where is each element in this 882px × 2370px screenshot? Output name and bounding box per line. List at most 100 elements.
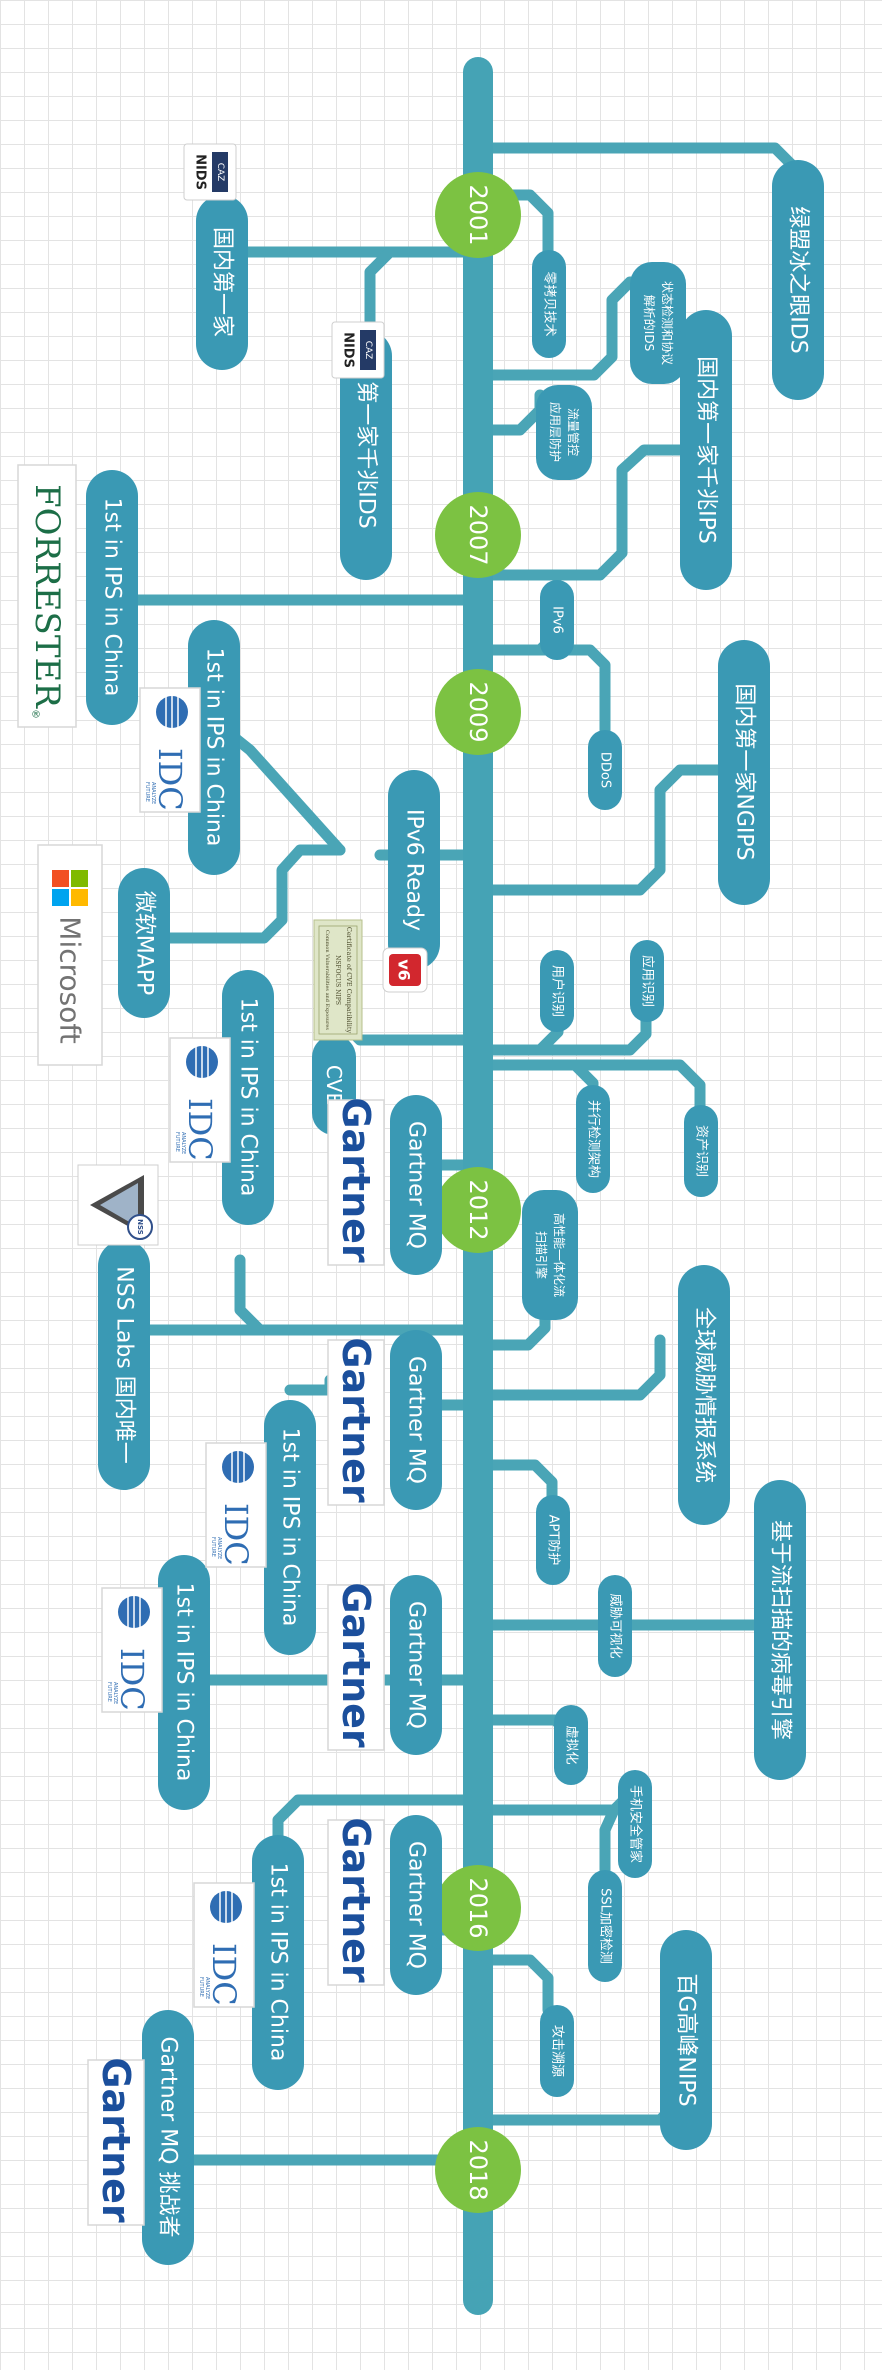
pill-microsoft-mapp: 微软MAPP [118,868,170,1018]
svg-text:状态检测和协议: 状态检测和协议 [660,281,675,365]
svg-text:IDC: IDC [113,1648,151,1711]
connector-ddos [534,644,611,741]
pill-icefire-ids: 绿盟冰之眼IDS [772,160,824,400]
svg-text:1st in IPS in China: 1st in IPS in China [278,1428,303,1627]
svg-text:1st in IPS in China: 1st in IPS in China [236,998,261,1197]
svg-text:攻击溯源: 攻击溯源 [550,2025,566,2077]
gartner-logo: Gartner [327,1582,385,1751]
svg-text:®: ® [31,710,41,721]
svg-text:DDoS: DDoS [598,752,613,788]
pill-idc-rank-2: 1st in IPS in China [222,970,274,1225]
idc-logo: IDC ANALYZE FUTURE [193,1882,255,2008]
svg-text:NSS Labs 国内唯一: NSS Labs 国内唯一 [112,1266,137,1464]
connector-mobile-security [472,1774,638,1816]
svg-text:1st in IPS in China: 1st in IPS in China [202,648,227,847]
pill-nss-labs: NSS Labs 国内唯一 [98,1240,150,1490]
pill-app-identification: 应用识别 [630,940,664,1022]
svg-text:CAZ: CAZ [215,163,225,182]
cve-certificate-logo: Certificate of CVE Compatibility NSFOCUS… [313,919,363,1041]
year-label: 2009 [464,681,492,742]
pill-asset-identification: 资产识别 [684,1105,718,1197]
year-node-2012: 2012 [435,1167,521,1253]
svg-text:FUTURE: FUTURE [144,782,150,802]
pill-ipv6-ready: IPv6 Ready [388,770,440,970]
svg-text:Common Vulnerabilities and Exp: Common Vulnerabilities and Exposures [324,930,330,1030]
svg-text:Gartner MQ: Gartner MQ [404,1121,429,1249]
year-label: 2018 [464,2139,492,2200]
connector-idc-3 [284,1374,336,1396]
connector-cve [339,1014,484,1046]
svg-text:CVE: CVE [322,1065,346,1105]
svg-text:Gartner: Gartner [94,2057,138,2223]
svg-text:NSS: NSS [136,1219,144,1235]
svg-text:IDC: IDC [205,1943,243,2006]
pill-gartner-mq-2: Gartner MQ [390,1330,442,1510]
svg-text:国内第一家NGIPS: 国内第一家NGIPS [732,683,757,860]
pill-idc-rank-3: 1st in IPS in China [264,1400,316,1655]
svg-text:全球威胁情报系统: 全球威胁情报系统 [692,1307,717,1483]
pill-first-gigabit-ips: 国内第一家千兆IPS [680,310,732,590]
microsoft-logo: Microsoft [37,844,103,1066]
svg-text:FORRESTER: FORRESTER [27,484,67,709]
svg-text:SSL加密检测: SSL加密检测 [598,1888,614,1964]
connector-attack-tracing [472,1954,554,2016]
svg-text:1st in IPS in China: 1st in IPS in China [100,498,125,697]
pill-idc-rank-5: 1st in IPS in China [252,1835,304,2090]
connector-microsoft [159,844,346,944]
svg-text:IPv6 Ready: IPv6 Ready [402,809,427,931]
svg-text:虚拟化: 虚拟化 [564,1725,579,1764]
connector-apt [472,1459,558,1506]
connector-threat-intel [472,1334,666,1401]
idc-logo: IDC ANALYZE FUTURE [205,1442,267,1568]
svg-text:NIDS: NIDS [341,332,356,368]
svg-text:解析的IDS: 解析的IDS [642,295,657,351]
svg-text:百G高峰NIPS: 百G高峰NIPS [674,1973,699,2106]
svg-text:NSFOCUS NIPS: NSFOCUS NIPS [334,955,341,1005]
svg-text:1st in IPS in China: 1st in IPS in China [172,1583,197,1782]
connector-icefire-ids [472,142,803,196]
svg-text:v6: v6 [395,959,414,981]
svg-text:国内第一家千兆IPS: 国内第一家千兆IPS [694,356,719,544]
svg-text:应用层防护: 应用层防护 [548,402,563,462]
year-label: 2001 [464,184,492,245]
pill-first-ngips: 国内第一家NGIPS [718,640,770,905]
left-milestones: 国内第一家 第一家千兆IDS 1st in IPS in China 1st i… [86,195,442,2265]
svg-text:1st in IPS in China: 1st in IPS in China [266,1863,291,2062]
pill-apt-protection: APT防护 [536,1495,570,1585]
svg-text:手机安全管家: 手机安全管家 [628,1785,644,1863]
year-nodes: 2001 2007 2009 2012 2016 2018 [435,172,521,2213]
pill-idc-rank-1: 1st in IPS in China [188,620,240,875]
svg-text:高性能一体化流: 高性能一体化流 [552,1213,567,1297]
svg-text:Gartner MQ: Gartner MQ [404,1841,429,1969]
connector-ssl [599,1804,620,1886]
svg-text:Microsoft: Microsoft [54,916,87,1043]
gartner-logo: Gartner [327,1337,385,1506]
svg-text:ANALYZE: ANALYZE [216,1537,222,1559]
pill-pattern-matching: 零拷贝技术 [532,250,566,358]
svg-text:ANALYZE: ANALYZE [204,1977,210,1999]
svg-text:FUTURE: FUTURE [198,1977,204,1997]
year-node-2007: 2007 [435,492,521,578]
svg-text:Gartner: Gartner [334,1582,378,1748]
svg-text:IPv6: IPv6 [550,606,565,634]
svg-text:微软MAPP: 微软MAPP [132,891,157,996]
pill-forrester-rank: 1st in IPS in China [86,470,138,725]
svg-text:Gartner: Gartner [334,1097,378,1263]
pill-ssl-inspection: SSL加密检测 [588,1870,622,1982]
pill-idc-rank-4: 1st in IPS in China [158,1555,210,1810]
pill-virtualization: 虚拟化 [554,1705,588,1785]
pill-traffic-control: 流量管控 应用层防护 [536,385,592,480]
gartner-logo: Gartner [327,1817,385,1986]
svg-text:Gartner: Gartner [334,1817,378,1983]
nss-labs-logo: NSS [77,1164,159,1246]
gartner-logo: Gartner [87,2057,145,2226]
pill-gartner-mq-1: Gartner MQ [390,1095,442,1275]
svg-text:Gartner MQ: Gartner MQ [404,1601,429,1729]
year-label: 2016 [464,1877,492,1938]
connector-idc-1 [219,704,346,856]
pill-stream-virus-engine: 基于流扫描的病毒引擎 [754,1480,806,1780]
svg-text:基于流扫描的病毒引擎: 基于流扫描的病毒引擎 [768,1520,793,1740]
pill-threat-visibility: 威胁可视化 [598,1575,632,1677]
pill-hundred-g-nips: 百G高峰NIPS [660,1930,712,2150]
svg-text:ANALYZE: ANALYZE [180,1132,186,1154]
